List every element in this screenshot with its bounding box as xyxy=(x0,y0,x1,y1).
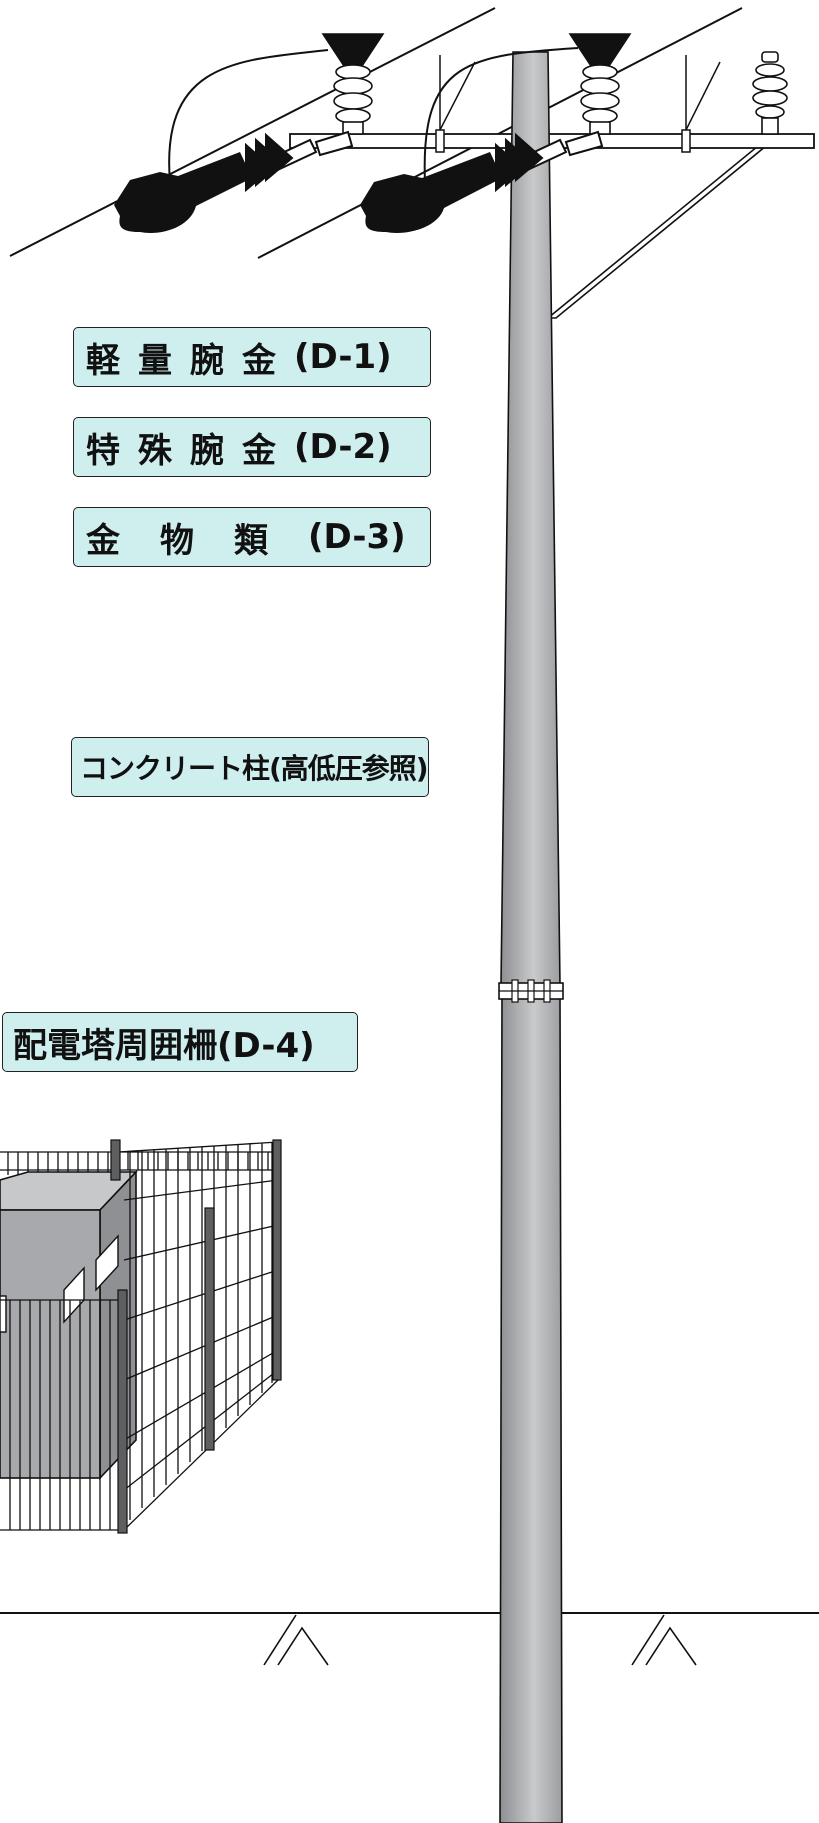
concrete-pole xyxy=(498,51,564,1823)
ground-hatch xyxy=(263,1614,697,1666)
arm-clamps xyxy=(435,55,721,153)
pin-insulator-2 xyxy=(568,33,632,135)
strain-clamp-2 xyxy=(360,47,604,233)
strain-clamp-1 xyxy=(114,49,354,233)
label-special-arm-text: 特殊腕金 xyxy=(86,430,294,471)
label-light-arm-text: 軽量腕金 xyxy=(86,340,294,381)
pin-insulator-1 xyxy=(321,33,385,135)
pin-insulator-3 xyxy=(752,51,788,135)
label-light-arm-code: (D-1) xyxy=(294,337,392,377)
label-light-arm[interactable]: 軽量腕金 (D-1) xyxy=(73,327,431,387)
label-fence[interactable]: 配電塔周囲柵(D-4) xyxy=(2,1012,358,1072)
label-concrete-pole-text: コンクリート柱(高低圧参照) xyxy=(80,752,429,785)
label-hardware[interactable]: 金物類 (D-3) xyxy=(73,507,431,567)
label-special-arm-code: (D-2) xyxy=(294,427,392,467)
label-special-arm[interactable]: 特殊腕金 (D-2) xyxy=(73,417,431,477)
label-concrete-pole[interactable]: コンクリート柱(高低圧参照) xyxy=(71,737,429,797)
power-lines xyxy=(9,7,743,259)
distribution-tower-fence xyxy=(0,1139,282,1534)
label-hardware-code: (D-3) xyxy=(308,517,406,557)
arm-brace xyxy=(545,145,769,319)
label-hardware-text: 金物類 xyxy=(86,520,308,561)
label-fence-text: 配電塔周囲柵(D-4) xyxy=(13,1025,315,1066)
